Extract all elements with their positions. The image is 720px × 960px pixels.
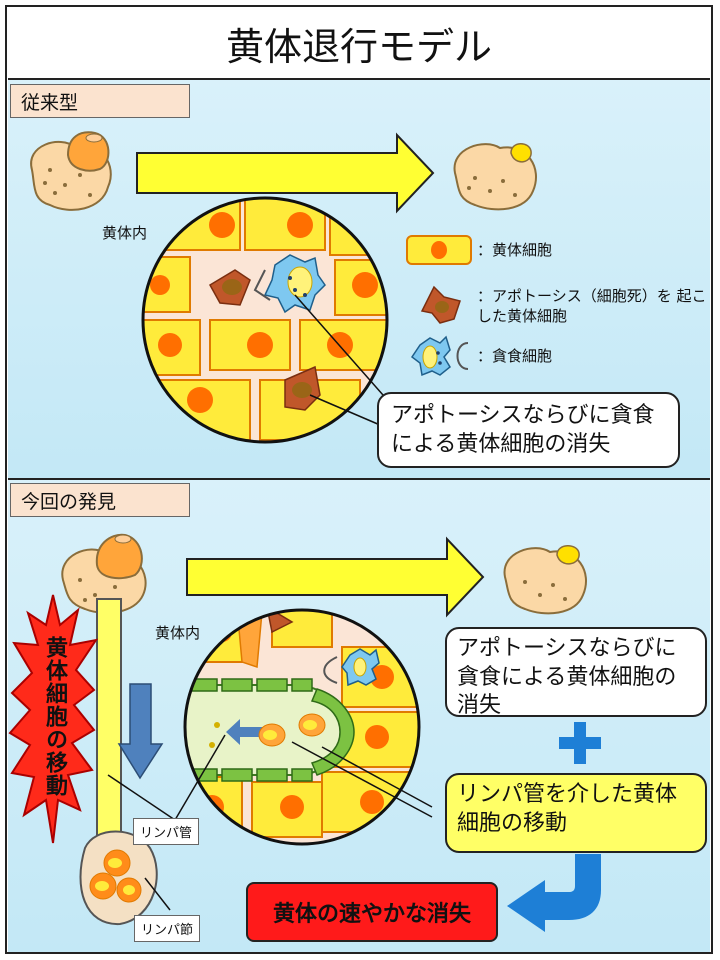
ovary-with-corpus-luteum-icon-2 bbox=[61, 533, 147, 614]
legend-luteal-cell: ：黄体細胞 bbox=[477, 241, 553, 259]
migration-vertical-label: 黄体細胞の移動 bbox=[42, 636, 67, 797]
regression-arrow bbox=[136, 132, 435, 214]
phagocyte-icon bbox=[410, 335, 469, 377]
lymph-node-icon bbox=[79, 830, 171, 926]
discovery-section-label: 今回の発見 bbox=[10, 483, 190, 517]
magnified-tissue-view bbox=[141, 196, 406, 444]
page-title: 黄体退行モデル bbox=[8, 8, 710, 80]
discovery-callout-top: アポトーシスならびに貪食による黄体細胞の消失 bbox=[445, 627, 707, 718]
discovery-callout-bottom: リンパ管を介した黄体細胞の移動 bbox=[445, 773, 707, 853]
inside-corpus-luteum-label-2: 黄体内 bbox=[155, 624, 201, 642]
legend-apoptotic-cell: ：アポトーシス（細胞死）を 起こした黄体細胞 bbox=[477, 287, 707, 326]
result-box: 黄体の速やかな消失 bbox=[246, 882, 498, 942]
ovary-regressed-icon bbox=[453, 143, 537, 211]
luteal-cell-icon bbox=[406, 235, 472, 265]
migration-burst bbox=[8, 594, 99, 844]
lymph-vessel bbox=[96, 598, 122, 840]
curved-arrow-icon bbox=[507, 854, 601, 932]
magnified-tissue-view-2 bbox=[183, 608, 433, 846]
lymph-node-label: リンパ節 bbox=[134, 915, 201, 942]
legend-phagocyte: ：貪食細胞 bbox=[477, 347, 553, 365]
inside-corpus-luteum-label: 黄体内 bbox=[102, 224, 148, 242]
downward-arrow bbox=[117, 683, 164, 780]
conventional-section-label: 従来型 bbox=[10, 84, 190, 118]
ovary-with-corpus-luteum-icon bbox=[30, 131, 112, 211]
ovary-regressed-icon-2 bbox=[503, 545, 587, 615]
lymph-vessel-label: リンパ管 bbox=[133, 818, 200, 845]
apoptotic-cell-icon bbox=[420, 285, 461, 324]
plus-icon bbox=[559, 722, 601, 764]
regression-arrow-2 bbox=[186, 536, 485, 618]
conventional-callout: アポトーシスならびに貪食による黄体細胞の消失 bbox=[377, 392, 680, 468]
